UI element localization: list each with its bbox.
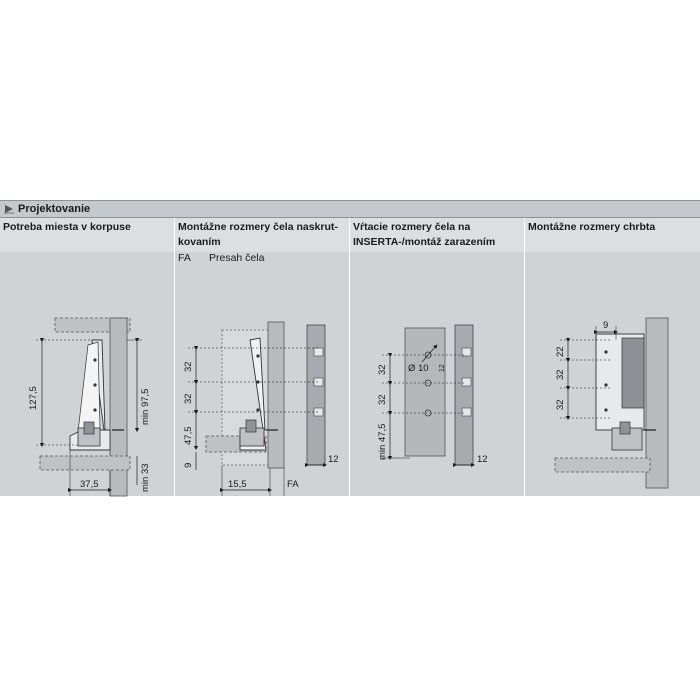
drawing-front-inserta: 32 32 min 47,5 Ø 10 12 12 — [377, 324, 488, 468]
dim-37-5: 37,5 — [80, 479, 99, 490]
divider — [524, 218, 525, 496]
dim-depth-12: 12 — [439, 364, 446, 372]
drawing-back: 9 22 32 32 — [554, 317, 669, 489]
divider — [174, 218, 175, 496]
column-header-back: Montážne rozmery chrbta — [525, 218, 700, 252]
dim-min-33: min 33 — [140, 463, 151, 492]
dim-15-5: 15,5 — [228, 479, 247, 490]
drawing-front-screw: 32 32 47,5 9 15,5 FA 12 — [183, 321, 339, 496]
dim-12: 12 — [328, 454, 339, 465]
dim-32: 32 — [555, 399, 566, 410]
fa-label: FA — [178, 252, 191, 264]
dim-min-47-5: min 47,5 — [377, 424, 388, 460]
column-header-front-inserta: Vŕtacie rozmery čela na INSERTA-/montáž … — [350, 218, 524, 252]
dim-32: 32 — [377, 364, 388, 375]
dim-fa: FA — [287, 479, 299, 490]
drawing-cabinet-space: 127,5 min 97,5 min 33 37,5 — [28, 317, 151, 497]
dim-9: 9 — [603, 320, 608, 331]
divider — [349, 218, 350, 496]
dim-47-5: 47,5 — [183, 427, 194, 446]
section-header — [0, 200, 700, 218]
dim-diameter-10: Ø 10 — [408, 363, 429, 374]
dim-min-97-5: min 97,5 — [140, 389, 151, 425]
section-title: Projektovanie — [18, 203, 91, 215]
dim-32: 32 — [377, 394, 388, 405]
dim-9: 9 — [183, 463, 194, 468]
overhang-label: Presah čela — [209, 252, 265, 264]
dim-32: 32 — [555, 369, 566, 380]
dim-22: 22 — [555, 346, 566, 357]
column-header-space: Potreba miesta v korpuse — [0, 218, 174, 252]
column-header-front-screw: Montážne rozmery čela naskrut-kovaním — [175, 218, 349, 252]
arrow-right-icon — [4, 205, 14, 214]
dim-32: 32 — [183, 361, 194, 372]
dim-12: 12 — [477, 454, 488, 465]
dim-127-5: 127,5 — [28, 386, 39, 410]
dim-32: 32 — [183, 393, 194, 404]
